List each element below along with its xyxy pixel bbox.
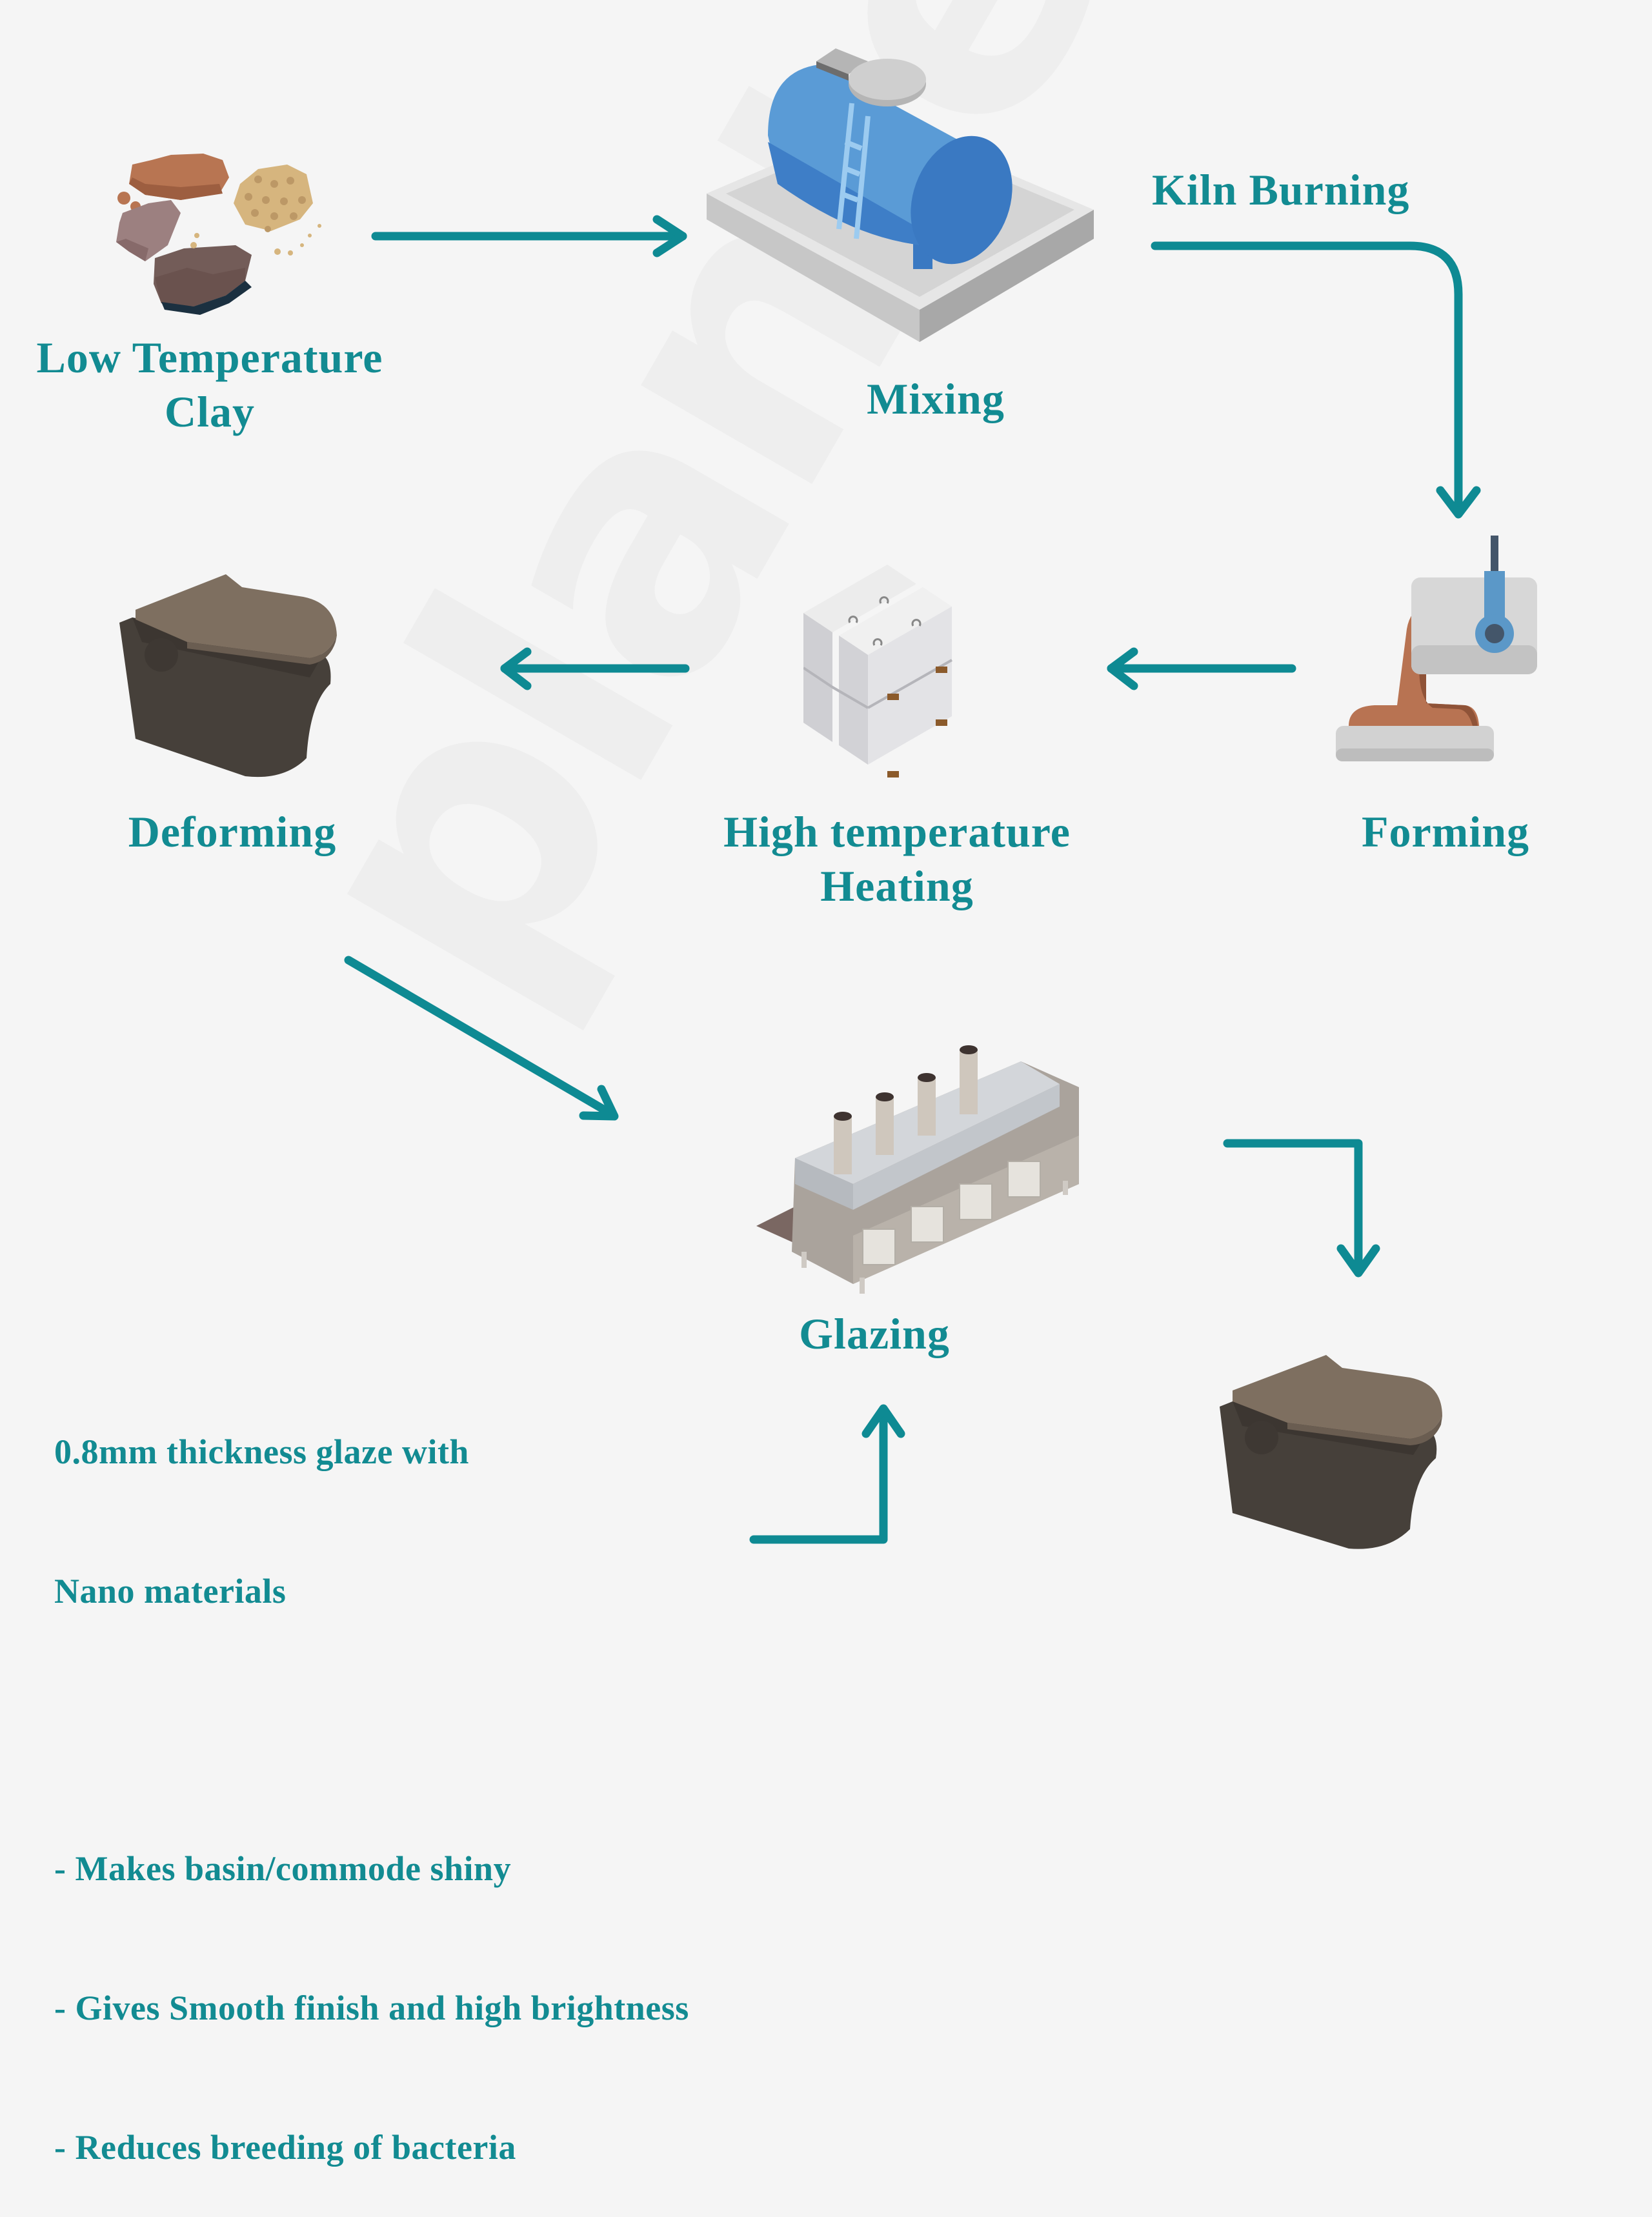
step-label-glazing: Glazing	[745, 1307, 1003, 1361]
glaze-note-spacer	[54, 1707, 689, 1752]
clay-rocks-icon	[116, 154, 321, 315]
glaze-note: 0.8mm thickness glaze with Nano material…	[54, 1336, 689, 2217]
step-label-glazing-line1: Glazing	[799, 1309, 950, 1358]
glaze-note-bullet: - Reduces breeding of bacteria	[54, 2128, 516, 2167]
flow-arrows	[344, 215, 1481, 1544]
arrow-mixing-to-forming	[1151, 241, 1481, 519]
step-label-clay: Low Temperature Clay	[0, 330, 419, 439]
step-label-forming: Forming	[1316, 805, 1575, 859]
arrow-deforming-to-glazing	[344, 956, 619, 1121]
glaze-note-heading-line2: Nano materials	[54, 1572, 287, 1610]
step-label-clay-line1: Low Temperature	[36, 333, 383, 382]
finished-toilet-icon	[1220, 1355, 1442, 1549]
glaze-note-bullet: - Gives Smooth finish and high brightnes…	[54, 1989, 689, 2027]
step-label-kiln-line1: Kiln Burning	[1152, 165, 1410, 214]
arrow-clay-to-mixing	[371, 215, 687, 257]
step-label-deforming-line1: Deforming	[128, 807, 337, 856]
arrow-note-to-glazing	[749, 1404, 905, 1544]
step-label-clay-line2: Clay	[165, 387, 255, 436]
toilet-icon	[119, 574, 337, 777]
heating-blocks-icon	[803, 565, 952, 777]
step-label-kiln-burning: Kiln Burning	[1152, 163, 1409, 217]
step-label-mixing-line1: Mixing	[867, 374, 1005, 423]
arrow-forming-to-heating	[1107, 647, 1296, 690]
step-label-heating-line2: Heating	[820, 861, 974, 910]
glaze-note-heading-line1: 0.8mm thickness glaze with	[54, 1432, 469, 1471]
arrow-heating-to-deforming	[500, 647, 690, 690]
step-label-heating-line1: High temperature	[723, 807, 1071, 856]
step-label-forming-line1: Forming	[1361, 807, 1530, 856]
step-label-heating: High temperature Heating	[700, 805, 1094, 913]
forming-mold-icon	[1336, 536, 1537, 761]
glaze-note-bullet: - Makes basin/commode shiny	[54, 1849, 512, 1888]
arrow-glazing-to-final	[1223, 1139, 1380, 1278]
mixing-tank-icon	[707, 48, 1094, 342]
step-label-mixing: Mixing	[742, 372, 1129, 426]
step-label-deforming: Deforming	[103, 805, 361, 859]
glazing-oven-icon	[756, 1045, 1079, 1294]
